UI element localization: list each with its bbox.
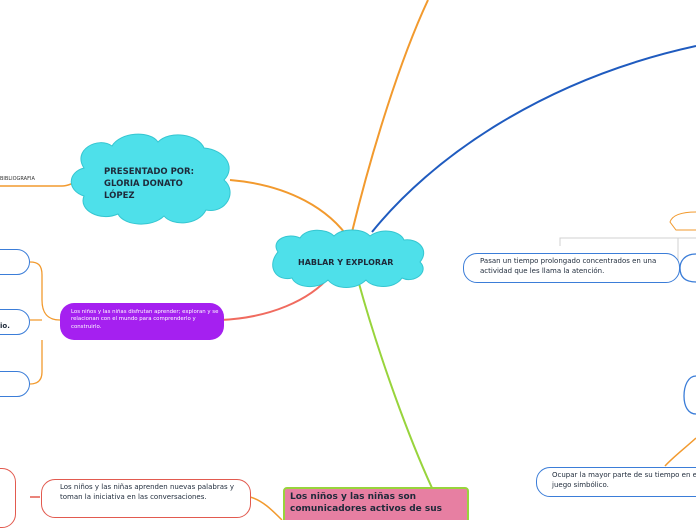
central-topic-cloud[interactable] [272, 229, 425, 288]
right-connector-drop [559, 237, 696, 246]
branch-to-presenter [229, 179, 351, 241]
presenter-node-label: PRESENTADO POR: GLORIA DONATO LÓPEZ [104, 167, 194, 201]
left-partial-node-3[interactable] [0, 371, 30, 397]
right-connector [669, 211, 696, 231]
bottom-right-connector [664, 437, 696, 467]
bibliography-label: BIBLIOGRAFIA [0, 176, 35, 182]
communicators-node-label: Los niños y las niñas son comunicadores … [290, 492, 442, 514]
explore-node-bg[interactable] [60, 303, 224, 340]
left-partial-node-4[interactable] [0, 468, 16, 528]
attention-node[interactable] [463, 253, 680, 283]
branch-to-top [351, 0, 429, 233]
branch-to-communicators [357, 279, 433, 489]
branch-to-right-top [371, 45, 696, 233]
right-circle-node[interactable] [683, 375, 696, 415]
communicators-node-bg[interactable] [283, 487, 469, 520]
bottom-left-connector [249, 496, 283, 520]
presenter-cloud[interactable] [70, 133, 231, 225]
attention-node-label: Pasan un tiempo prolongado concentrados … [480, 257, 657, 275]
left-partial-node-1[interactable] [0, 249, 30, 275]
left-partial-node-2[interactable] [0, 309, 30, 335]
conversation-node[interactable] [41, 479, 251, 518]
explore-node-label: Los niños y las niñas disfrutan aprender… [71, 309, 219, 330]
left-bracket [29, 261, 61, 385]
right-edge-node[interactable] [679, 253, 696, 283]
branch-to-bibliography [0, 181, 81, 187]
symbolic-play-node-label: Ocupar la mayor parte de su tiempo en el… [552, 471, 696, 489]
conversation-node-label: Los niños y las niñas aprenden nuevas pa… [60, 483, 235, 501]
symbolic-play-node[interactable] [536, 467, 696, 497]
left-fragment-label: io. [0, 322, 10, 330]
central-topic-label: HABLAR Y EXPLORAR [298, 258, 394, 267]
